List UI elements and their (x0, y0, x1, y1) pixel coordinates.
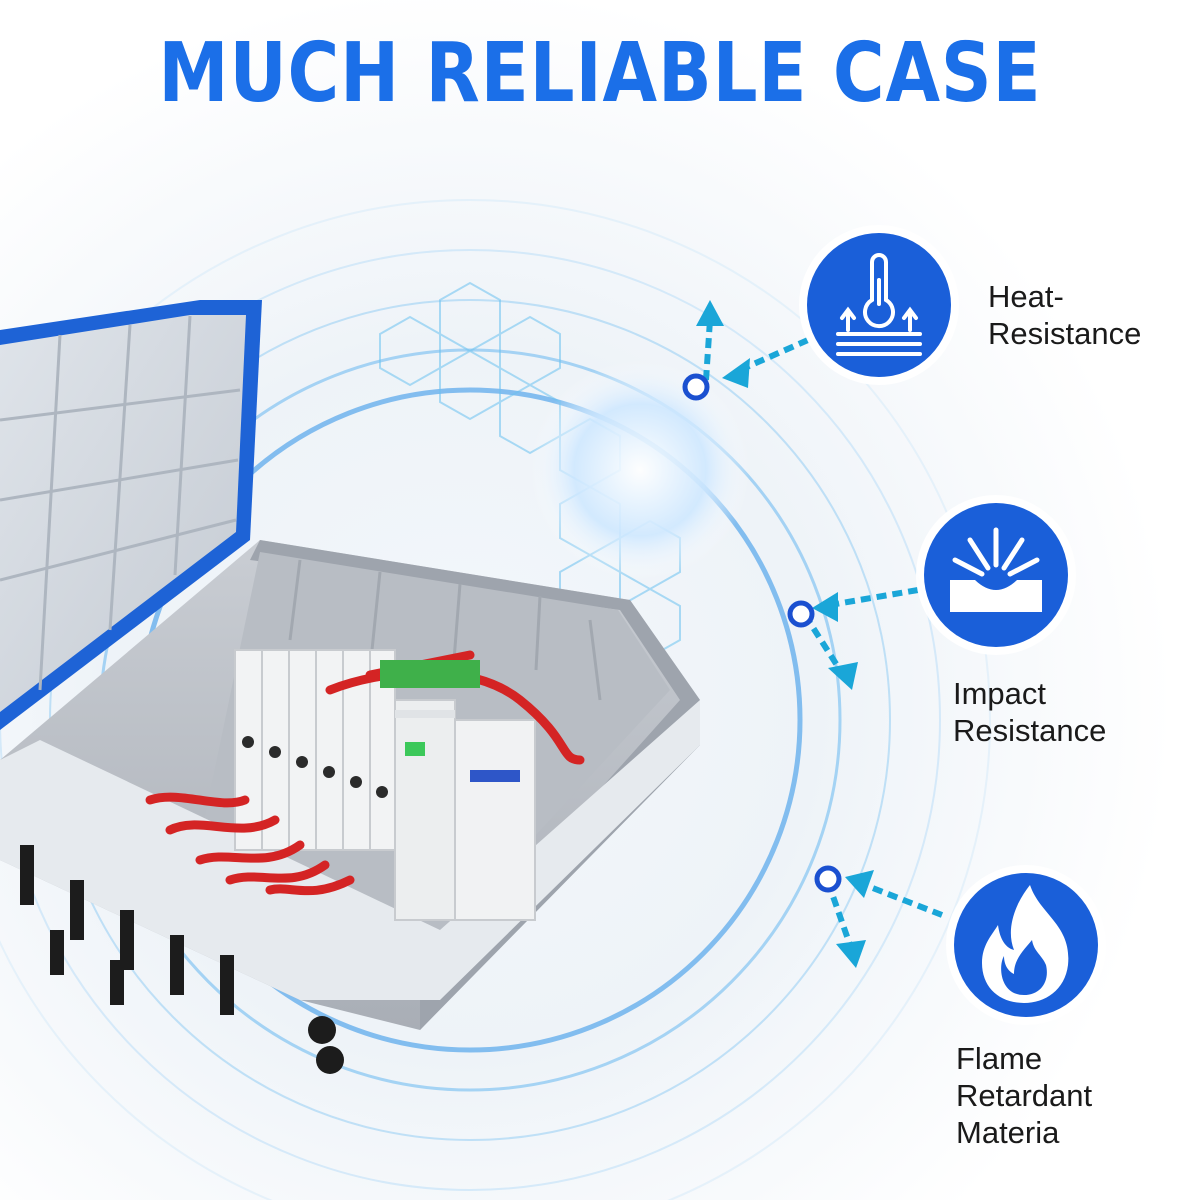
feature-label-line: Impact (953, 676, 1047, 711)
impact-resistance-badge (916, 495, 1076, 655)
light-flare (530, 360, 750, 580)
circuit-breakers (234, 649, 536, 921)
feature-label-line: Resistance (953, 713, 1107, 748)
feature-label-line: Flame (956, 1041, 1043, 1076)
case-lid (0, 300, 262, 730)
feature-label-flame-retardant: Flame Retardant Materia (956, 1040, 1092, 1151)
terminal-block (380, 660, 480, 688)
feature-label-line: Heat- (988, 279, 1064, 314)
heat-resistance-badge (799, 225, 959, 385)
callout-arrows (682, 300, 944, 968)
feature-label-line: Materia (956, 1115, 1060, 1150)
connectors (20, 845, 344, 1074)
flame-retardant-badge (946, 865, 1106, 1025)
flame-icon (982, 885, 1069, 1003)
feature-label-heat-resistance: Heat- Resistance (988, 278, 1141, 352)
feature-label-impact-resistance: Impact Resistance (953, 675, 1106, 749)
page-title: MUCH RELIABLE CASE (158, 26, 1042, 121)
feature-label-line: Resistance (988, 316, 1142, 351)
feature-label-line: Retardant (956, 1078, 1093, 1113)
impact-icon (950, 527, 1042, 612)
thermometer-heat-icon (836, 253, 922, 356)
